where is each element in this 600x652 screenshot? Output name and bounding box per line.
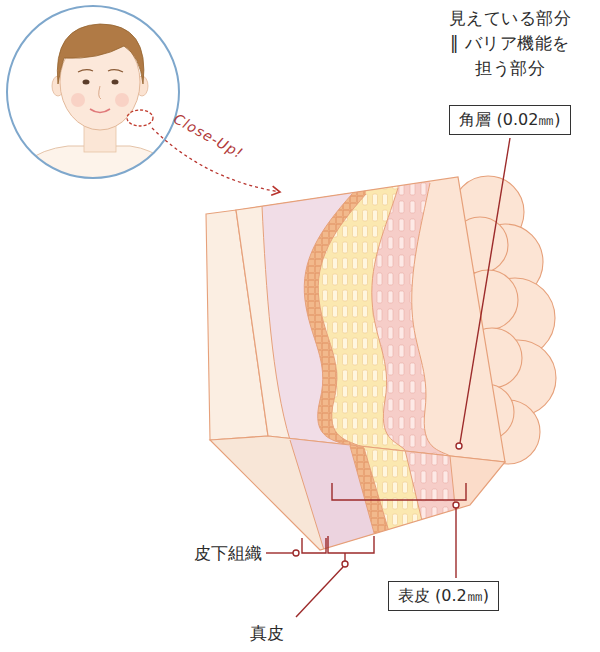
leader-lines-part xyxy=(266,552,293,553)
layer-name-box: 表皮 (0.2㎜) xyxy=(388,581,499,611)
top-face-part xyxy=(150,100,290,600)
face-portrait-part-part xyxy=(115,93,129,107)
leader-lines-part xyxy=(332,483,466,500)
top-face-outline xyxy=(236,177,505,462)
front-face-part-part xyxy=(350,446,376,540)
close-up-arrow xyxy=(127,110,280,192)
face-portrait-part-part xyxy=(71,93,85,107)
face-portrait-part-part xyxy=(83,80,90,85)
front-face-part-part xyxy=(290,440,324,550)
leader-lines-part xyxy=(453,502,459,508)
front-face xyxy=(150,420,570,620)
top-face-part xyxy=(262,183,450,456)
layer-name-box: 角層 (0.02㎜) xyxy=(449,105,570,135)
note-heading: 見えている部分 ‖ バリア機能を 担う部分 xyxy=(449,6,572,81)
front-face-outline xyxy=(210,436,505,550)
front-face-part-part xyxy=(364,448,390,535)
leader-lines-part xyxy=(344,553,345,561)
leader-lines-part xyxy=(455,508,456,578)
face-portrait xyxy=(5,6,185,200)
layer-label: 真皮 xyxy=(250,621,284,645)
skin-block xyxy=(150,100,570,620)
leader-lines-part xyxy=(293,550,299,556)
label-box: 見えている部分 ‖ バリア機能を 担う部分角層 (0.02㎜) xyxy=(425,6,595,135)
leader-lines-part xyxy=(296,567,343,617)
face-portrait-part-part xyxy=(108,70,123,72)
leader-lines xyxy=(266,138,510,617)
face-portrait-part-part xyxy=(57,24,144,84)
top-face-part-part xyxy=(412,183,450,456)
face-portrait-part-part xyxy=(90,109,110,113)
top-face-part-part xyxy=(304,194,352,446)
face-portrait-part-part xyxy=(99,86,101,99)
face-portrait-part-part xyxy=(78,70,93,72)
close-up-arrow-part xyxy=(127,110,153,126)
front-face-part-part xyxy=(405,450,423,525)
leader-lines-part xyxy=(456,443,462,449)
face-portrait-part xyxy=(7,6,179,178)
front-face-part xyxy=(150,430,423,620)
leader-lines-part xyxy=(342,561,348,567)
face-portrait-part-part xyxy=(5,146,185,200)
leader-lines-part xyxy=(302,538,326,553)
leader-lines-part xyxy=(460,138,510,443)
top-face-part-part xyxy=(262,206,290,440)
face-portrait-part-part xyxy=(112,80,119,85)
face-portrait-part xyxy=(5,24,185,200)
layer-label: 皮下組織 xyxy=(194,541,262,565)
front-face-part xyxy=(150,430,390,620)
front-face-part xyxy=(150,430,376,620)
face-portrait-part xyxy=(7,6,179,178)
front-face-part xyxy=(150,420,570,620)
top-face-part-part xyxy=(318,194,366,448)
top-face-part-part xyxy=(372,188,405,450)
label-box: 表皮 (0.2㎜) xyxy=(388,581,499,611)
leader-lines-part xyxy=(328,536,374,553)
close-up-caption: Close-Up! xyxy=(170,109,246,162)
front-face-part xyxy=(150,430,324,620)
